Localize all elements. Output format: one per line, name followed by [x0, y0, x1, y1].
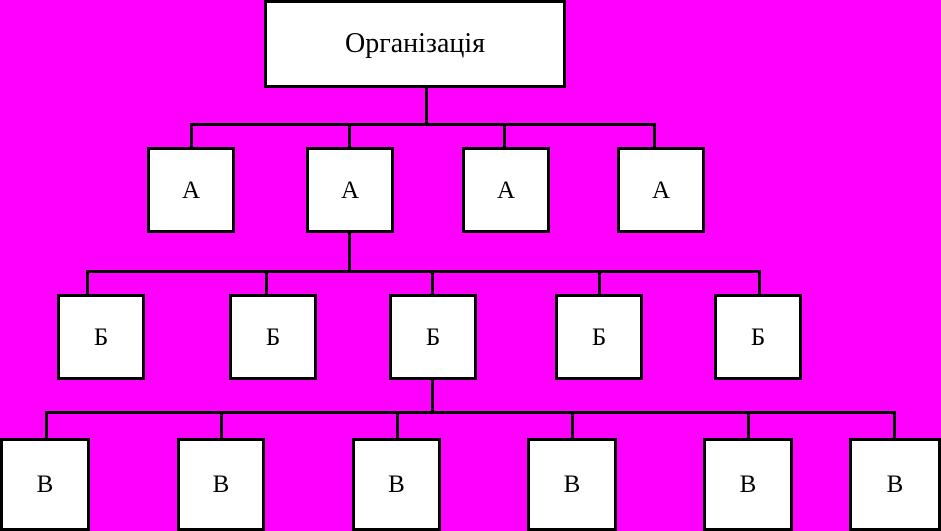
node-level-v-2[interactable]: В [177, 438, 265, 531]
connector-drop-v-3 [396, 411, 399, 441]
node-root-organization[interactable]: Організація [264, 0, 566, 88]
node-level-v-4[interactable]: В [527, 438, 617, 531]
connector-drop-b-5 [758, 270, 761, 297]
connector-drop-b-4 [598, 270, 601, 297]
node-level-a-4[interactable]: А [617, 147, 705, 233]
connector-drop-v-5 [747, 411, 750, 441]
connector-drop-a-1 [190, 123, 193, 150]
node-level-v-1[interactable]: В [0, 438, 90, 531]
node-level-b-1[interactable]: Б [57, 294, 145, 380]
node-level-v-3[interactable]: В [352, 438, 441, 531]
node-level-a-1[interactable]: А [147, 147, 235, 233]
connector-bus-level-v [45, 411, 894, 414]
connector-root-stem [425, 88, 428, 126]
node-level-v-6[interactable]: В [849, 438, 941, 531]
connector-drop-b-3 [431, 270, 434, 297]
connector-drop-v-6 [893, 411, 896, 441]
connector-bus-level-a [190, 123, 656, 126]
node-level-b-3[interactable]: Б [389, 294, 477, 380]
node-level-b-5[interactable]: Б [714, 294, 802, 380]
connector-drop-a-2 [348, 123, 351, 150]
node-level-b-2[interactable]: Б [229, 294, 317, 380]
connector-drop-v-1 [45, 411, 48, 441]
connector-drop-a-3 [503, 123, 506, 150]
connector-drop-v-4 [571, 411, 574, 441]
connector-a-stem [348, 233, 351, 273]
connector-bus-level-b [86, 270, 761, 273]
connector-drop-a-4 [653, 123, 656, 150]
node-level-v-5[interactable]: В [703, 438, 793, 531]
node-level-b-4[interactable]: Б [555, 294, 643, 380]
connector-drop-b-1 [86, 270, 89, 297]
node-level-a-3[interactable]: А [462, 147, 550, 233]
connector-drop-v-2 [220, 411, 223, 441]
node-level-a-2[interactable]: А [306, 147, 394, 233]
connector-drop-b-2 [265, 270, 268, 297]
connector-b-stem [431, 380, 434, 414]
